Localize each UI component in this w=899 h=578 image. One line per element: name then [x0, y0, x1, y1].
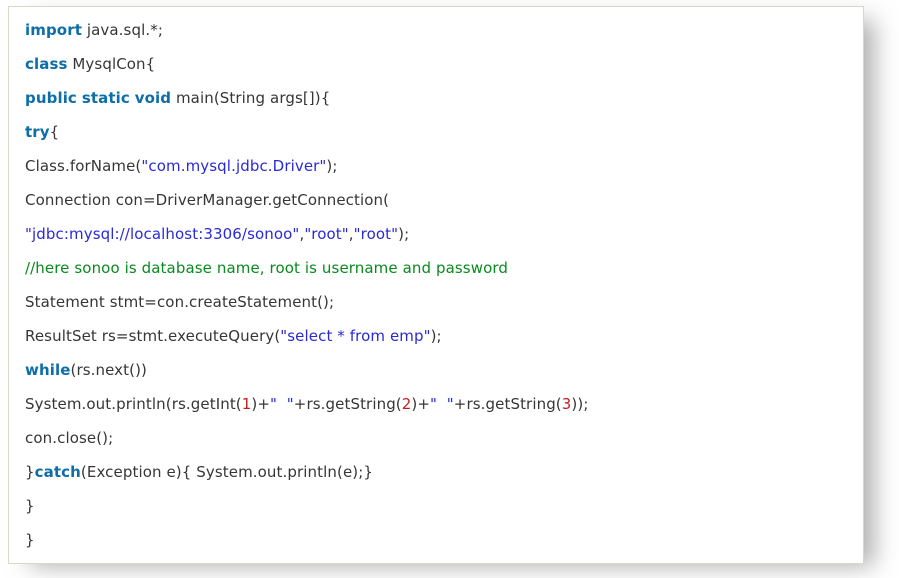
code-token-keyword: while	[25, 361, 71, 379]
code-line: class MysqlCon{	[25, 47, 849, 81]
code-token-plain: ResultSet rs=stmt.executeQuery(	[25, 327, 281, 345]
code-token-keyword: import	[25, 21, 82, 39]
code-token-plain: Connection con=DriverManager.getConnecti…	[25, 191, 390, 209]
code-token-plain: ,	[299, 225, 305, 243]
code-token-string: "com.mysql.jdbc.Driver"	[141, 157, 327, 175]
code-line: //here sonoo is database name, root is u…	[25, 251, 849, 285]
code-token-string: " "	[430, 395, 454, 413]
code-line: con.close();	[25, 421, 849, 455]
code-token-plain: );	[398, 225, 410, 243]
code-token-number: 3	[561, 395, 572, 413]
code-token-keyword: catch	[34, 463, 81, 481]
code-line: }	[25, 489, 849, 523]
code-block: import java.sql.*;class MysqlCon{public …	[8, 6, 864, 564]
code-line: while(rs.next())	[25, 353, 849, 387]
code-token-plain: );	[326, 157, 338, 175]
code-token-string: "root"	[304, 225, 349, 243]
code-token-plain: ,	[348, 225, 354, 243]
code-token-plain: +rs.getString(	[293, 395, 402, 413]
code-content: import java.sql.*;class MysqlCon{public …	[25, 13, 849, 557]
code-token-keyword: static	[81, 89, 130, 107]
code-token-plain: con.close();	[25, 429, 114, 447]
code-token-keyword: class	[25, 55, 68, 73]
code-token-plain: main(String args[]){	[171, 89, 331, 107]
code-token-number: 1	[241, 395, 252, 413]
code-token-plain: );	[430, 327, 442, 345]
code-token-string: " "	[270, 395, 294, 413]
code-token-comment: //here sonoo is database name, root is u…	[25, 259, 508, 277]
code-line: Statement stmt=con.createStatement();	[25, 285, 849, 319]
code-token-keyword: void	[134, 89, 172, 107]
code-token-number: 2	[401, 395, 412, 413]
code-token-plain: {	[49, 123, 60, 141]
code-token-plain: }	[25, 497, 35, 515]
code-line: ResultSet rs=stmt.executeQuery("select *…	[25, 319, 849, 353]
code-token-plain: MysqlCon{	[67, 55, 156, 73]
code-token-plain: Statement stmt=con.createStatement();	[25, 293, 335, 311]
code-token-keyword: public	[25, 89, 77, 107]
code-token-string: "select * from emp"	[280, 327, 431, 345]
code-line: try{	[25, 115, 849, 149]
code-token-plain: ));	[571, 395, 589, 413]
code-line: import java.sql.*;	[25, 13, 849, 47]
code-token-string: "jdbc:mysql://localhost:3306/sonoo"	[25, 225, 300, 243]
code-token-plain: System.out.println(rs.getInt(	[25, 395, 242, 413]
code-token-keyword: try	[25, 123, 50, 141]
code-line: public static void main(String args[]){	[25, 81, 849, 115]
code-token-plain: +rs.getString(	[453, 395, 562, 413]
code-line: "jdbc:mysql://localhost:3306/sonoo","roo…	[25, 217, 849, 251]
code-token-plain: )+	[411, 395, 431, 413]
code-line: Class.forName("com.mysql.jdbc.Driver");	[25, 149, 849, 183]
code-token-string: "root"	[353, 225, 399, 243]
code-token-plain: }	[25, 531, 35, 549]
code-token-plain: java.sql.*;	[81, 21, 163, 39]
code-token-plain: }	[25, 463, 35, 481]
code-token-plain: (rs.next())	[70, 361, 147, 379]
code-token-plain: )+	[251, 395, 271, 413]
code-token-plain: (Exception e){ System.out.println(e);}	[80, 463, 374, 481]
code-line: Connection con=DriverManager.getConnecti…	[25, 183, 849, 217]
code-token-plain: Class.forName(	[25, 157, 142, 175]
code-line: System.out.println(rs.getInt(1)+" "+rs.g…	[25, 387, 849, 421]
code-line: }catch(Exception e){ System.out.println(…	[25, 455, 849, 489]
code-line: }	[25, 523, 849, 557]
